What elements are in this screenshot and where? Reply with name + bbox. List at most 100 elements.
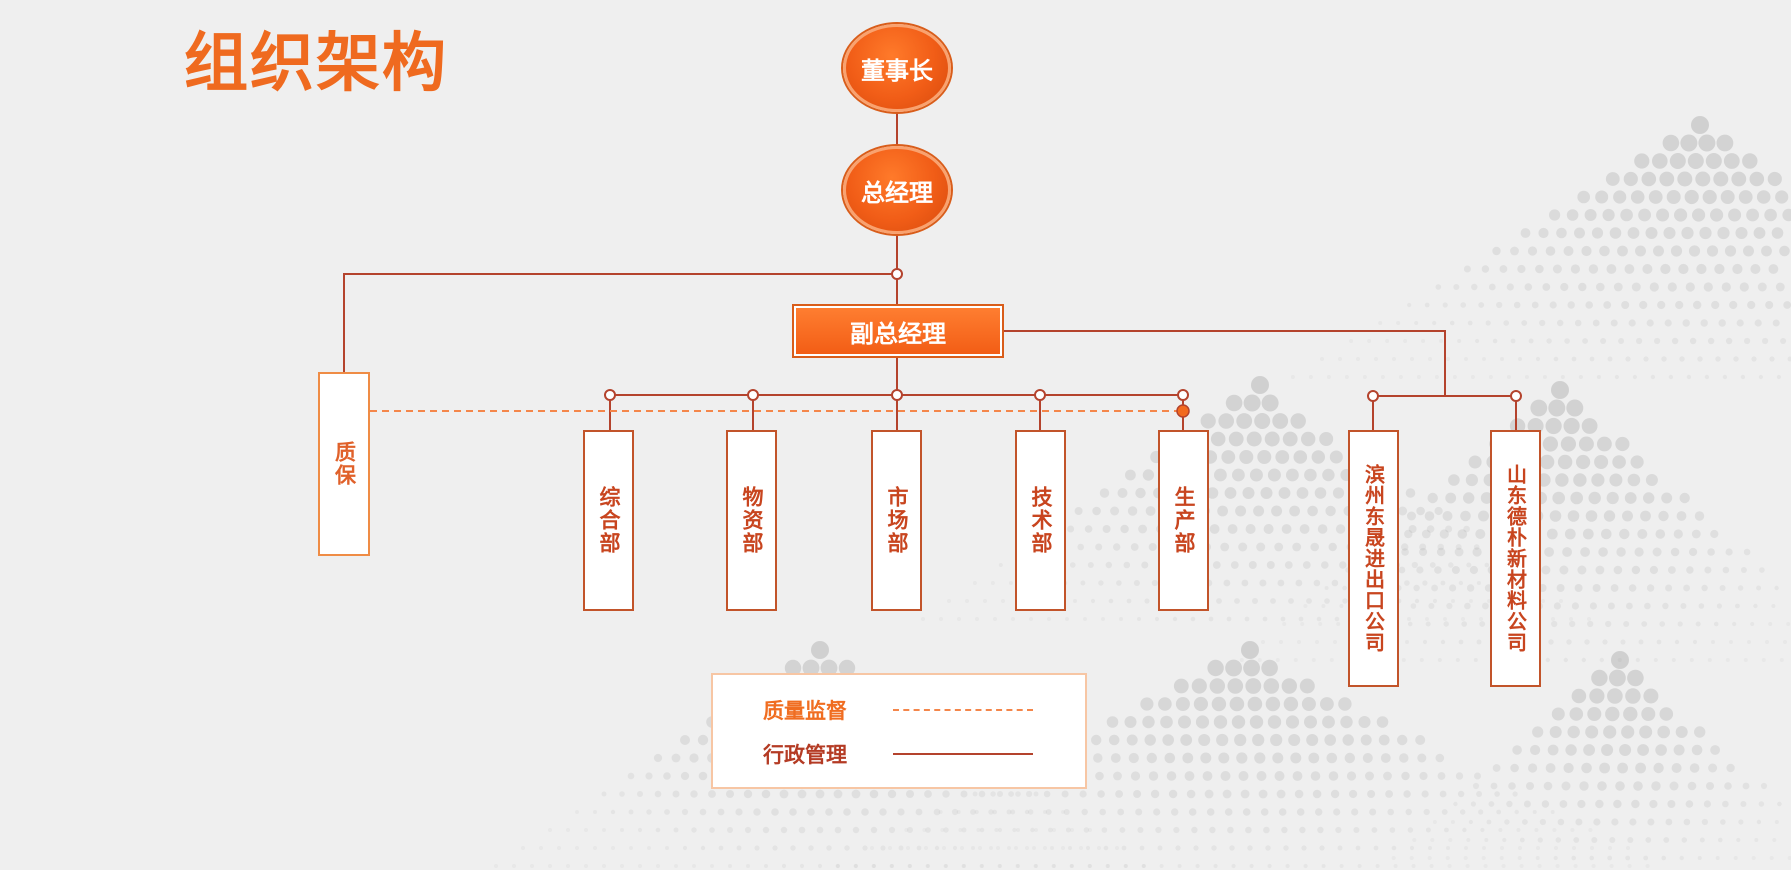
pattern-dot [665,846,669,850]
pattern-dot [1528,338,1534,344]
pattern-dot [1033,864,1038,868]
pattern-dot [887,789,897,799]
pattern-dot [1735,603,1740,609]
pattern-dot [1398,566,1406,574]
pattern-dot [1585,301,1593,309]
pattern-dot [1574,319,1582,327]
pattern-dot [1093,753,1103,763]
pattern-dot [1729,300,1738,310]
pattern-dot [1195,715,1210,729]
pattern-dot [1560,375,1565,379]
pattern-dot [1333,640,1337,644]
pattern-dot [1391,856,1396,860]
pattern-dot [1101,617,1105,621]
pattern-dot [1607,356,1613,362]
pattern-dot [1432,820,1437,824]
pattern-dot [907,827,913,833]
pattern-dot [1222,789,1232,799]
pattern-dot [602,864,606,868]
pattern-dot [1016,828,1020,832]
pattern-dot [1476,791,1483,797]
pattern-dot [1007,846,1011,850]
pattern-dot [1581,418,1598,434]
pattern-dot [1674,208,1688,222]
pattern-dot [728,864,732,868]
pattern-dot [620,864,624,868]
pattern-dot [790,845,796,851]
pattern-dot [1445,525,1453,533]
pattern-dot [947,599,951,603]
pattern-dot [1503,320,1509,326]
pattern-dot [1315,808,1323,816]
pattern-dot [1432,320,1437,326]
pattern-dot [1607,855,1613,861]
pattern-dot [1681,837,1688,843]
pattern-dot [700,845,706,851]
pattern-dot [1744,337,1751,345]
pattern-dot [1652,153,1668,169]
pattern-dot [1410,357,1414,361]
pattern-dot [1299,678,1315,694]
pattern-dot [1081,808,1088,816]
pattern-dot [1691,529,1701,539]
pattern-dot [1542,436,1558,452]
pattern-dot [1518,846,1522,850]
pattern-dot [1209,524,1220,534]
pattern-dot [1756,190,1771,204]
pattern-dot [1571,855,1576,861]
pattern-dot [1559,800,1568,808]
pattern-dot [1707,548,1715,556]
pattern-dot [1448,562,1454,568]
pattern-dot [1707,337,1715,345]
pattern-dot [826,845,832,851]
pattern-dot [1679,492,1690,504]
pattern-dot [1405,808,1412,816]
pattern-dot [851,789,861,799]
pattern-dot [1583,744,1595,756]
pattern-dot [1524,283,1533,291]
pattern-dot [1486,819,1492,825]
pattern-dot [1617,762,1628,774]
pattern-dot [1546,528,1558,540]
pattern-dot [1292,542,1302,552]
pattern-dot [1424,511,1435,521]
pattern-dot [1705,153,1722,169]
pattern-dot [1216,733,1229,747]
pattern-dot [1661,855,1666,861]
pattern-dot [1315,640,1319,644]
pattern-dot [1701,584,1708,592]
pattern-dot [1646,319,1654,327]
pattern-dot [674,864,678,868]
pattern-dot [1557,319,1564,327]
pattern-dot [1453,801,1458,807]
pattern-dot [1746,208,1759,222]
pattern-dot [1490,782,1498,790]
pattern-dot [1272,752,1284,764]
pattern-dot [1434,375,1439,379]
pattern-dot [1649,565,1658,575]
pattern-dot [1653,762,1664,774]
pattern-dot [1425,617,1429,621]
pattern-dot [1378,321,1383,325]
pattern-dot [1715,356,1721,362]
pattern-dot [1332,487,1345,499]
pattern-dot [1758,801,1765,807]
pattern-dot [1428,603,1435,609]
pattern-dot [1566,209,1579,221]
pattern-dot [1616,547,1626,557]
pattern-dot [890,864,894,868]
pattern-dot [753,808,761,816]
pattern-dot [1319,845,1325,851]
pattern-dot [584,828,588,832]
pattern-dot [638,864,642,868]
pattern-dot [699,808,707,816]
pattern-dot [1627,227,1640,239]
pattern-dot [1613,565,1623,575]
pattern-dot [764,864,768,868]
pattern-dot [1664,319,1672,327]
pattern-dot [1551,620,1558,628]
pattern-dot [1254,413,1271,429]
pattern-dot [1029,617,1033,621]
pattern-dot [1625,688,1641,704]
pattern-dot [1713,621,1719,627]
